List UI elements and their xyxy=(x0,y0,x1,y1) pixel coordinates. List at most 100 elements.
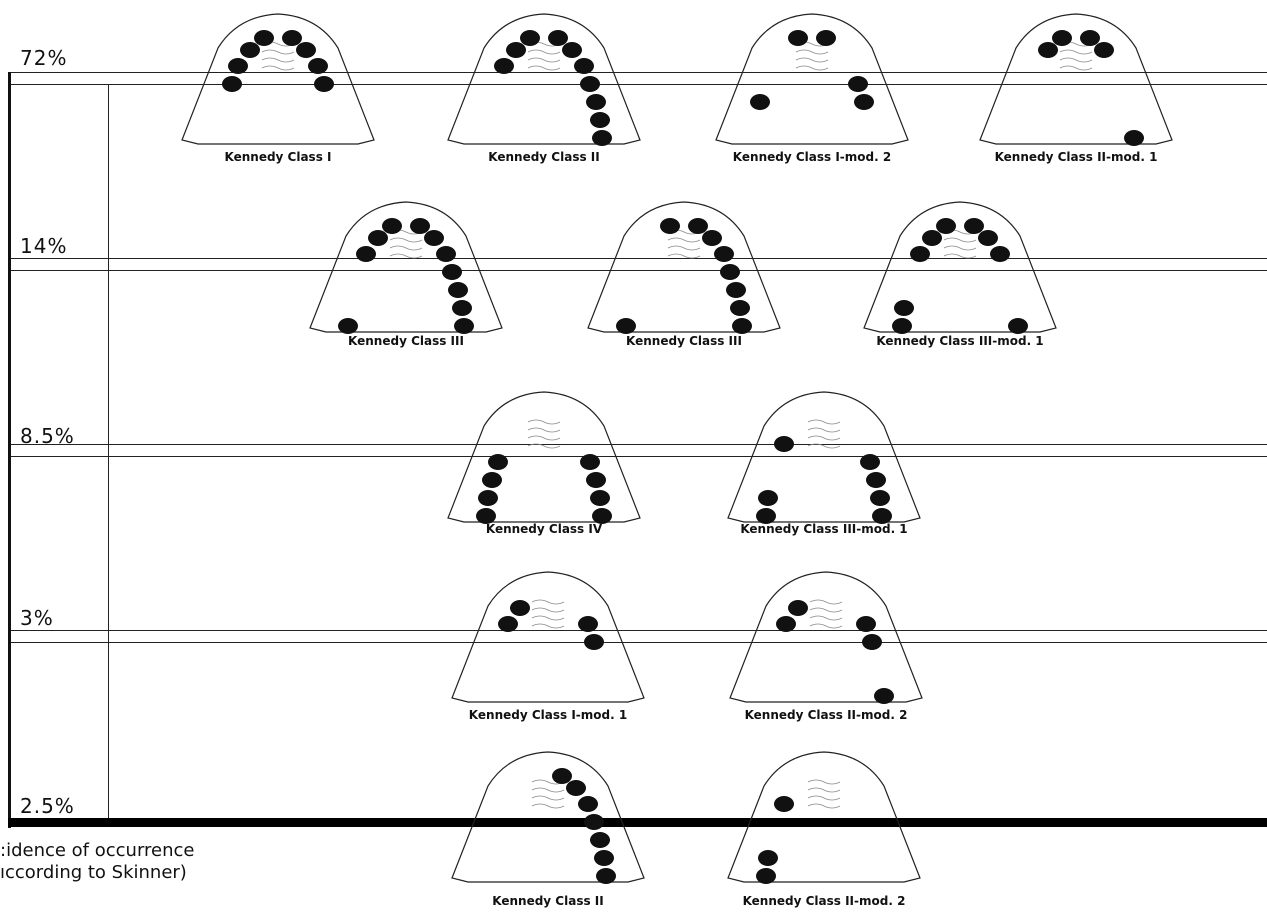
palatal-ruga xyxy=(390,246,422,250)
tooth-mark xyxy=(586,94,606,110)
caption-2-2: Kennedy Class III xyxy=(584,334,784,348)
palatal-ruga xyxy=(1060,50,1092,54)
arch-outline xyxy=(452,572,644,702)
palatal-ruga xyxy=(528,58,560,62)
tooth-mark xyxy=(732,318,752,334)
arch-outline xyxy=(716,14,908,144)
arch-diagram-1-3 xyxy=(712,8,912,148)
tooth-mark xyxy=(410,218,430,234)
palatal-ruga xyxy=(262,50,294,54)
tooth-mark xyxy=(978,230,998,246)
arch-diagram-5-1 xyxy=(448,746,648,886)
caption-1-2: Kennedy Class II xyxy=(444,150,644,164)
tooth-mark xyxy=(758,850,778,866)
percent-label-14: 14% xyxy=(20,234,67,258)
caption-1-4: Kennedy Class II-mod. 1 xyxy=(976,150,1176,164)
tooth-mark xyxy=(574,58,594,74)
tooth-mark xyxy=(338,318,358,334)
tooth-mark xyxy=(774,436,794,452)
tooth-mark xyxy=(870,490,890,506)
tooth-mark xyxy=(702,230,722,246)
palatal-ruga xyxy=(810,616,842,620)
arch-diagram-2-3 xyxy=(860,196,1060,336)
palatal-ruga xyxy=(808,804,840,808)
palatal-ruga xyxy=(532,600,564,604)
palatal-ruga xyxy=(528,420,560,424)
tooth-mark xyxy=(1080,30,1100,46)
tooth-mark xyxy=(498,616,518,632)
palatal-ruga xyxy=(532,804,564,808)
palatal-ruga xyxy=(808,420,840,424)
tooth-mark xyxy=(454,318,474,334)
tooth-mark xyxy=(254,30,274,46)
tooth-mark xyxy=(892,318,912,334)
palatal-ruga xyxy=(1060,58,1092,62)
palatal-ruga xyxy=(262,58,294,62)
percent-label-8-5: 8.5% xyxy=(20,424,75,448)
tooth-mark xyxy=(282,30,302,46)
tooth-mark xyxy=(562,42,582,58)
palatal-ruga xyxy=(532,608,564,612)
tooth-mark xyxy=(788,30,808,46)
tooth-mark xyxy=(788,600,808,616)
tooth-mark xyxy=(594,850,614,866)
arch-diagram-4-2 xyxy=(726,566,926,706)
tooth-mark xyxy=(578,796,598,812)
tooth-mark xyxy=(448,282,468,298)
tooth-mark xyxy=(1052,30,1072,46)
tooth-mark xyxy=(660,218,680,234)
arch-diagram-4-1 xyxy=(448,566,648,706)
tooth-mark xyxy=(578,616,598,632)
palatal-ruga xyxy=(528,66,560,70)
arch-diagram-1-4 xyxy=(976,8,1176,148)
tooth-mark xyxy=(228,58,248,74)
arch-diagram-2-1 xyxy=(306,196,506,336)
arch-diagram-1-1 xyxy=(178,8,378,148)
tooth-mark xyxy=(566,780,586,796)
tooth-mark xyxy=(866,472,886,488)
tooth-mark xyxy=(442,264,462,280)
caption-3-1: Kennedy Class IV xyxy=(444,522,644,536)
tooth-mark xyxy=(776,616,796,632)
palatal-ruga xyxy=(810,608,842,612)
palatal-ruga xyxy=(944,246,976,250)
palatal-ruga xyxy=(808,436,840,440)
palatal-ruga xyxy=(528,428,560,432)
palatal-ruga xyxy=(810,600,842,604)
tooth-mark xyxy=(452,300,472,316)
tooth-mark xyxy=(240,42,260,58)
tooth-mark xyxy=(590,832,610,848)
tooth-mark xyxy=(586,472,606,488)
arch-outline xyxy=(730,572,922,702)
tooth-mark xyxy=(436,246,456,262)
arch-diagram-1-2 xyxy=(444,8,644,148)
palatal-ruga xyxy=(808,788,840,792)
arch-outline xyxy=(182,14,374,144)
tooth-mark xyxy=(510,600,530,616)
caption-4-2: Kennedy Class II-mod. 2 xyxy=(726,708,926,722)
caption-5-2: Kennedy Class II-mod. 2 xyxy=(724,894,924,908)
tooth-mark xyxy=(580,454,600,470)
percent-label-72: 72% xyxy=(20,46,67,70)
caption-1-1: Kennedy Class I xyxy=(178,150,378,164)
tooth-mark xyxy=(548,30,568,46)
tooth-mark xyxy=(750,94,770,110)
palatal-ruga xyxy=(668,254,700,258)
tooth-mark xyxy=(720,264,740,280)
arch-outline xyxy=(310,202,502,332)
palatal-ruga xyxy=(808,444,840,448)
palatal-ruga xyxy=(810,624,842,628)
tooth-mark xyxy=(296,42,316,58)
palatal-ruga xyxy=(390,238,422,242)
arch-diagram-5-2 xyxy=(724,746,924,886)
arch-diagram-2-2 xyxy=(584,196,784,336)
tooth-mark xyxy=(756,868,776,884)
palatal-ruga xyxy=(808,780,840,784)
palatal-ruga xyxy=(1060,66,1092,70)
tooth-mark xyxy=(494,58,514,74)
tooth-mark xyxy=(910,246,930,262)
vertical-axis-inner xyxy=(108,84,109,820)
tooth-mark xyxy=(1038,42,1058,58)
arch-outline xyxy=(448,14,640,144)
tooth-mark xyxy=(714,246,734,262)
